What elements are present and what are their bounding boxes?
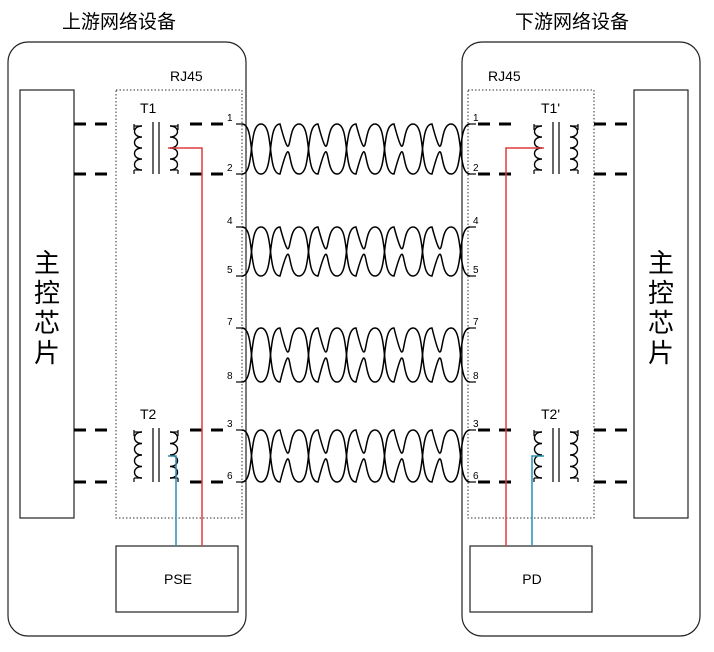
- downstream-chip-char-3: 芯: [648, 309, 674, 339]
- pse-positive-wire: [168, 147, 203, 546]
- twisted-pair-4-strand-b: [241, 429, 471, 483]
- pd-positive-wire: [505, 147, 544, 546]
- twisted-pair-3-strand-a: [241, 327, 471, 383]
- twisted-pair-2-strand-b: [241, 226, 471, 277]
- downstream-t2-secondary-coil: [569, 431, 579, 479]
- upstream-main-chip: [19, 89, 75, 519]
- upstream-pin-8: 8: [227, 371, 233, 382]
- downstream-pin-8: 8: [473, 371, 479, 382]
- upstream-title: 上游网络设备: [62, 11, 176, 33]
- downstream-rj45-label: RJ45: [488, 68, 521, 84]
- pd-label: PD: [522, 571, 541, 587]
- upstream-pin-3: 3: [227, 419, 233, 430]
- upstream-chip-char-3: 芯: [34, 309, 60, 339]
- pse-label: PSE: [164, 571, 192, 587]
- downstream-title: 下游网络设备: [515, 11, 629, 33]
- downstream-pin-7: 7: [473, 317, 479, 328]
- upstream-t2-primary-coil: [133, 431, 143, 479]
- downstream-pin-4: 4: [473, 216, 479, 227]
- twisted-pair-3-strand-b: [241, 327, 471, 383]
- pd-negative-wire: [531, 455, 544, 546]
- downstream-pin-5: 5: [473, 265, 479, 276]
- downstream-pin-2: 2: [473, 163, 479, 174]
- downstream-transformer-top-label: T1': [541, 100, 560, 116]
- downstream-chip-char-4: 片: [648, 339, 674, 369]
- upstream-t1-primary-coil: [133, 125, 143, 171]
- upstream-pin-5: 5: [227, 265, 233, 276]
- upstream-chip-char-2: 控: [34, 279, 60, 309]
- upstream-pin-2: 2: [227, 163, 233, 174]
- downstream-chip-char-1: 主: [648, 249, 674, 279]
- upstream-chip-char-1: 主: [34, 249, 60, 279]
- downstream-pin-6: 6: [473, 471, 479, 482]
- downstream-main-chip: [633, 89, 689, 519]
- pse-negative-wire: [168, 455, 177, 546]
- twisted-pair-1-strand-b: [241, 123, 471, 175]
- twisted-pair-1-strand-a: [241, 123, 471, 175]
- upstream-pin-7: 7: [227, 317, 233, 328]
- downstream-rj45-frame: [467, 89, 595, 519]
- upstream-transformer-bottom-label: T2: [140, 406, 157, 422]
- upstream-rj45-frame: [115, 89, 243, 519]
- downstream-t1-secondary-coil: [569, 125, 579, 171]
- wiring-layer: 1 1 2 2 4 4 5 5 7 7 8 8 3 3 6 6: [74, 113, 634, 546]
- twisted-pair-2-strand-a: [241, 226, 471, 277]
- pd-box: [469, 545, 593, 613]
- upstream-chip-label: 主 控 芯 片: [34, 249, 60, 369]
- upstream-pin-4: 4: [227, 216, 233, 227]
- twisted-pair-4-strand-a: [241, 429, 471, 483]
- upstream-pin-6: 6: [227, 471, 233, 482]
- downstream-transformer-bottom-label: T2': [541, 406, 560, 422]
- upstream-pin-1: 1: [227, 113, 233, 124]
- upstream-rj45-label: RJ45: [170, 68, 203, 84]
- pse-box: [115, 545, 239, 613]
- downstream-pin-1: 1: [473, 113, 479, 124]
- upstream-chip-char-4: 片: [34, 339, 60, 369]
- upstream-transformer-top-label: T1: [140, 100, 157, 116]
- downstream-t2-primary-coil: [533, 431, 543, 479]
- downstream-chip-char-2: 控: [648, 279, 674, 309]
- downstream-pin-3: 3: [473, 419, 479, 430]
- downstream-chip-label: 主 控 芯 片: [648, 249, 674, 369]
